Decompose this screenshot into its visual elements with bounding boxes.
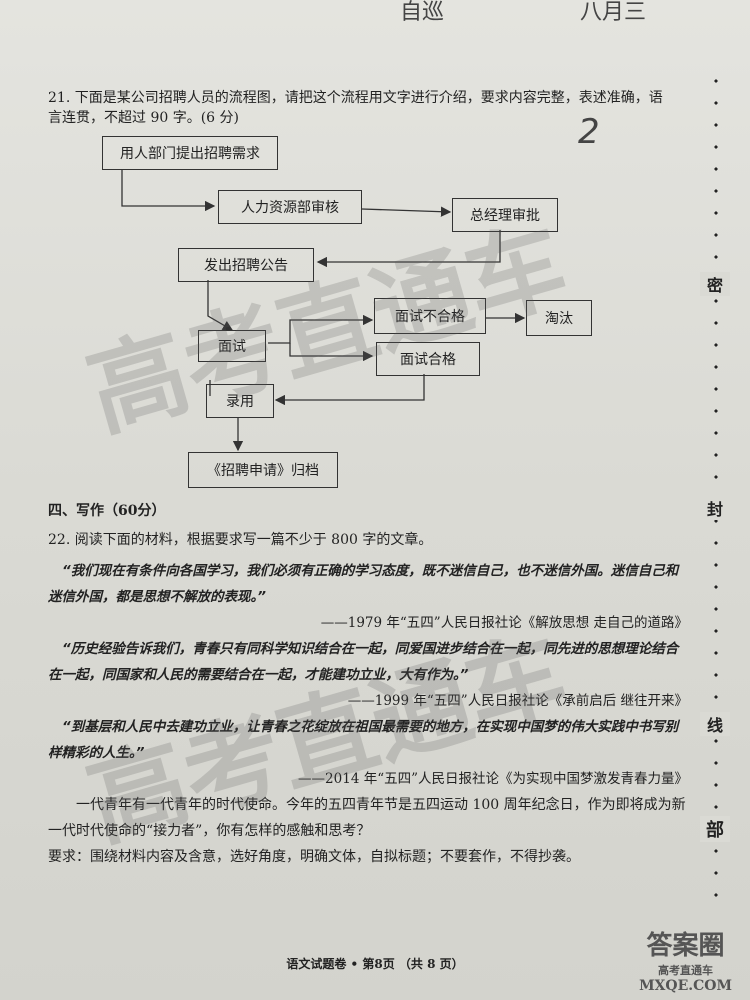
header-scribble-left: 自巡 [400, 0, 445, 25]
flow-node-gm-approve: 总经理审批 [452, 198, 558, 232]
source-1999: ——1999 年“五四”人民日报社论《承前启后 继往开来》 [347, 693, 688, 709]
quote-1999: “历史经验告诉我们，青春只有同科学知识结合在一起，同爱国进步结合在一起，同先进的… [48, 641, 679, 683]
logo-main: 答案圈 [646, 931, 725, 961]
flow-node-interview: 面试 [198, 330, 266, 362]
q22-prompt: 22. 阅读下面的材料，根据要求写一篇不少于 800 字的文章。 [48, 532, 433, 548]
arrow-hr-to-gm [361, 206, 452, 217]
flow-node-notice: 发出招聘公告 [178, 248, 314, 282]
prompt-paragraph: 一代青年有一代青年的时代使命。今年的五四青年节是五四运动 100 周年纪念日，作… [48, 797, 686, 839]
quote-2014: “到基层和人民中去建功立业，让青春之花绽放在祖国最需要的地方，在实现中国梦的伟大… [48, 719, 679, 761]
section-writing-title: 四、写作（60分） [48, 503, 166, 519]
flow-node-need: 用人部门提出招聘需求 [102, 136, 278, 170]
logo-tag: 高考直通车 [658, 964, 714, 977]
arrow-need-to-hr [121, 170, 216, 212]
flow-node-eliminate: 淘汰 [526, 300, 592, 336]
arrow-gm-to-notice [316, 230, 501, 268]
question-21: 21. 下面是某公司招聘人员的流程图，请把这个流程用文字进行介绍，要求内容完整，… [48, 90, 663, 126]
quote-1979: “我们现在有条件向各国学习，我们必须有正确的学习态度，既不迷信自己，也不迷信外国… [48, 563, 679, 605]
page-footer: 语文试题卷 • 第8页 （共 8 页） [286, 957, 464, 971]
flow-node-archive: 《招聘申请》归档 [188, 452, 338, 488]
binding-char-3: 线 [700, 712, 730, 736]
site-logo: 答案圈 高考直通车 MXQE.COM [639, 925, 732, 994]
source-2014: ——2014 年“五四”人民日报社论《为实现中国梦激发青春力量》 [298, 771, 688, 787]
question-22: 22. 阅读下面的材料，根据要求写一篇不少于 800 字的文章。 “我们现在有条… [48, 528, 688, 870]
arrow-interview-split [268, 314, 374, 344]
arrow-pass-to-hire [274, 374, 425, 406]
flow-node-pass: 面试合格 [376, 342, 480, 376]
requirements: 要求：围绕材料内容及含意，选好角度，明确文体，自拟标题；不要套作，不得抄袭。 [48, 849, 580, 865]
flowchart-connectors [121, 170, 526, 452]
source-1979: ——1979 年“五四”人民日报社论《解放思想 走自己的道路》 [320, 615, 688, 631]
handwritten-mark: 2 [578, 112, 600, 152]
binding-char-2: 封 [700, 496, 730, 520]
flow-node-hr-review: 人力资源部审核 [218, 190, 362, 224]
logo-domain: MXQE.COM [639, 978, 732, 994]
binding-char-1: 密 [700, 272, 730, 296]
flow-node-fail: 面试不合格 [374, 298, 486, 334]
flow-node-hire: 录用 [206, 384, 274, 418]
header-scribble-right: 八月三 [580, 0, 647, 25]
binding-char-4: 部 [700, 816, 730, 842]
arrow-notice-to-interview [207, 280, 234, 331]
binding-line [714, 70, 718, 900]
